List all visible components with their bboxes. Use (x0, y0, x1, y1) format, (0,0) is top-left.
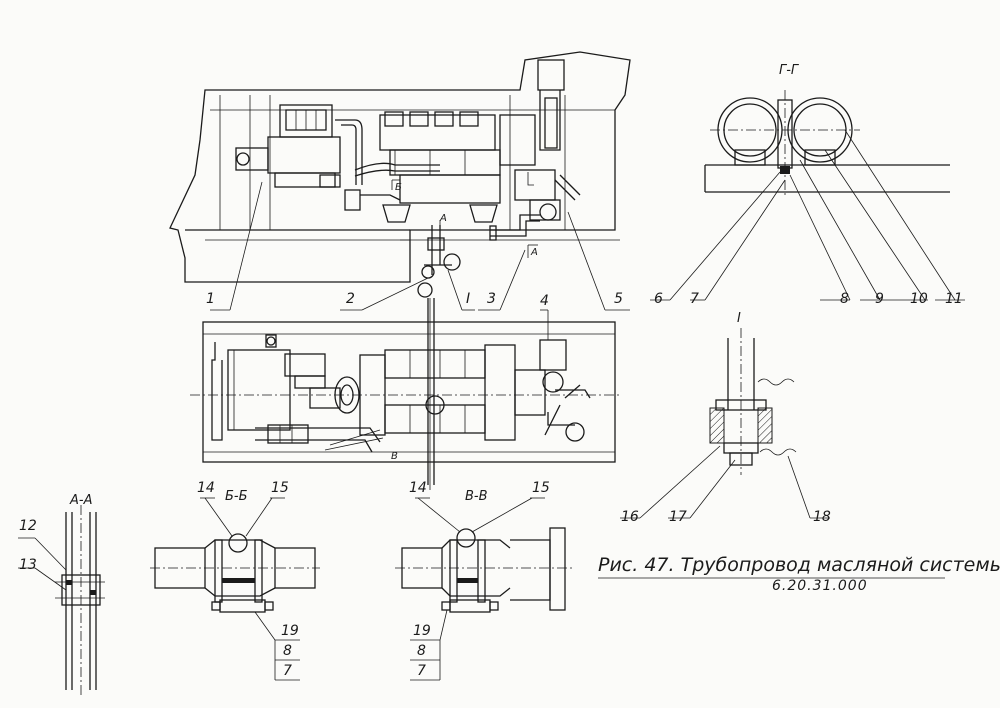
callout-14-bb: 14 (197, 480, 215, 496)
callout-7-gg: 7 (690, 291, 699, 307)
callout-7-bb: 7 (283, 663, 292, 679)
callout-14-vv: 14 (409, 480, 427, 496)
callout-17: 17 (669, 509, 687, 525)
callout-detail-I: I (466, 291, 471, 307)
view-marker-v-plan: В (391, 451, 398, 462)
callout-11: 11 (945, 291, 963, 307)
callout-2: 2 (346, 291, 355, 307)
plan-view (190, 298, 620, 490)
callout-4: 4 (540, 293, 549, 309)
callout-8-bb: 8 (283, 643, 292, 659)
view-marker-a-main: А (440, 213, 447, 224)
callout-3: 3 (487, 291, 496, 307)
callout-15-bb: 15 (271, 480, 289, 496)
detail-1-view (620, 328, 830, 519)
callout-19-bb: 19 (281, 623, 299, 639)
section-title-detail-1: I (737, 311, 741, 326)
callout-15-vv: 15 (532, 480, 550, 496)
elevation-view (169, 51, 631, 311)
section-title-gg: Г-Г (779, 63, 799, 78)
drawing-number: 6.20.31.000 (772, 578, 868, 594)
callout-9: 9 (875, 291, 884, 307)
section-title-aa: А-А (70, 493, 93, 508)
view-marker-b-main: Б (395, 182, 402, 193)
callout-12: 12 (19, 518, 37, 534)
callout-1: 1 (206, 291, 215, 307)
section-title-bb: Б-Б (225, 489, 248, 504)
callout-16: 16 (621, 509, 639, 525)
callout-13: 13 (19, 557, 37, 573)
callout-7-vv: 7 (417, 663, 426, 679)
section-gg-view (650, 90, 965, 301)
figure-caption: Рис. 47. Трубопровод масляной системы (598, 554, 1000, 576)
section-bb-view (150, 497, 320, 681)
callout-6: 6 (654, 291, 663, 307)
view-marker-a-right: А (531, 247, 538, 258)
callout-5: 5 (614, 291, 623, 307)
section-aa-view (18, 505, 105, 698)
section-title-vv: В-В (465, 489, 488, 504)
callout-8-vv: 8 (417, 643, 426, 659)
callout-18: 18 (813, 509, 831, 525)
callout-8-gg: 8 (840, 291, 849, 307)
callout-19-vv: 19 (413, 623, 431, 639)
callout-10: 10 (910, 291, 928, 307)
section-vv-view (395, 497, 575, 681)
